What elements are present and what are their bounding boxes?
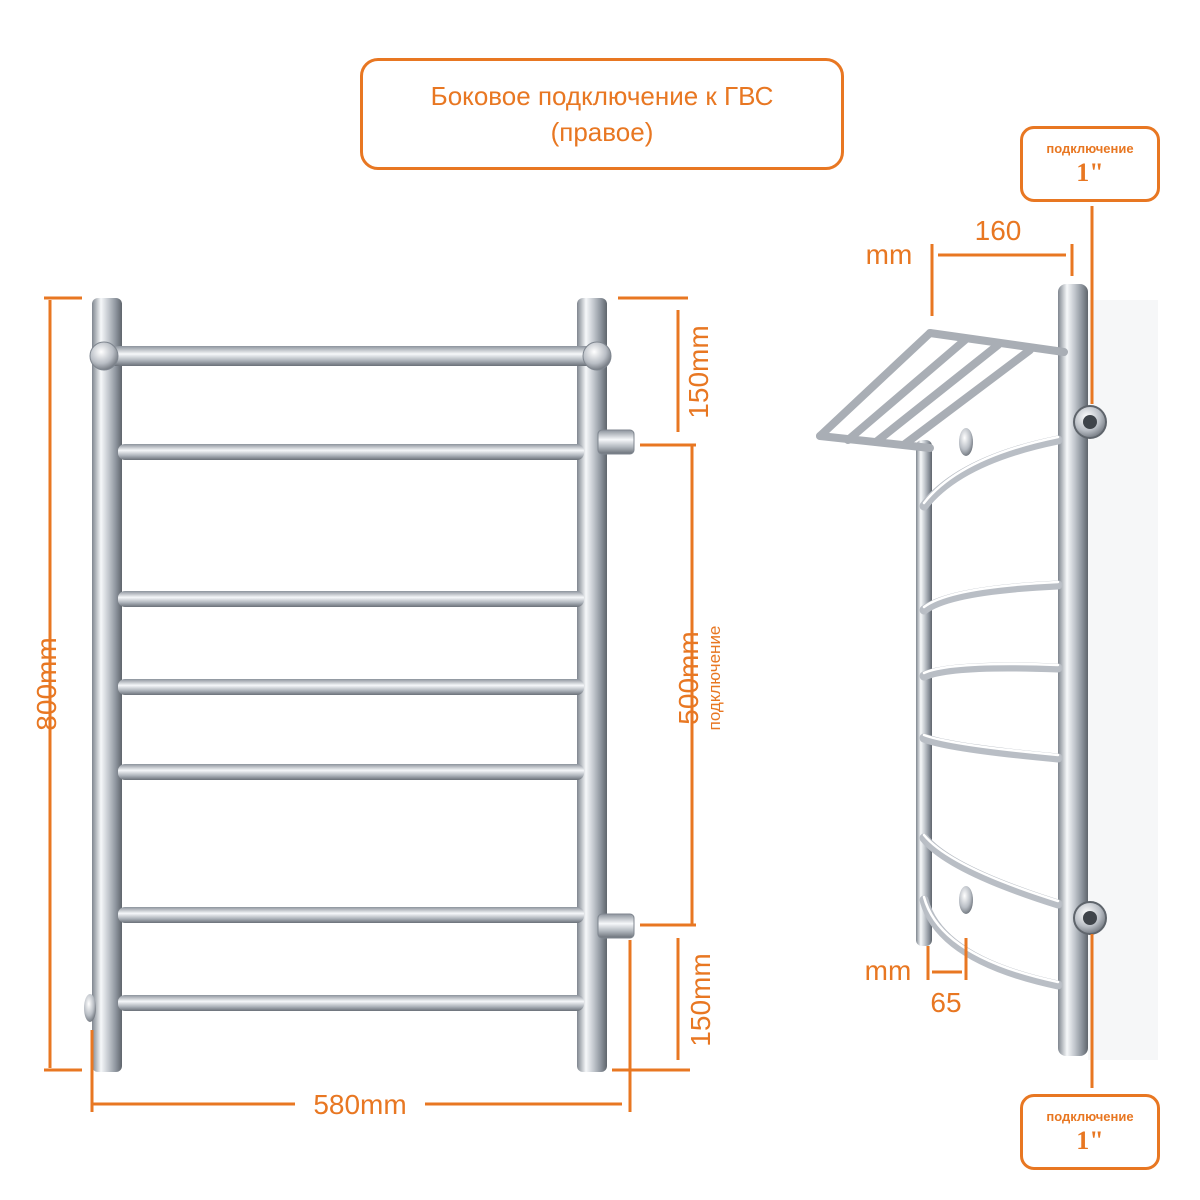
- front-view: [84, 298, 635, 1072]
- side-view: [816, 284, 1158, 1060]
- title-line-2: (правое): [550, 117, 654, 147]
- side-rung-highlight: [922, 435, 1060, 505]
- side-rung-highlight: [922, 662, 1060, 675]
- left-post: [92, 298, 122, 1072]
- right-shelf-joint: [582, 341, 612, 371]
- rung: [118, 995, 584, 1011]
- side-front-post: [916, 440, 932, 946]
- top-offset-label: 150mm: [683, 325, 714, 418]
- height-label: 800mm: [31, 637, 62, 730]
- shelf-bar: [901, 346, 1034, 448]
- side-dimensions: [926, 206, 1094, 1088]
- rung: [118, 444, 584, 460]
- wall-gap-unit-label: mm: [865, 955, 912, 986]
- rung: [118, 907, 584, 923]
- title-box: Боковое подключение к ГВС (правое): [360, 58, 844, 170]
- rung: [118, 591, 584, 607]
- side-bottom-coupling-hole: [1083, 911, 1097, 925]
- shelf-bar: [872, 341, 1002, 446]
- dimension-labels: 800mm 580mm 150mm 500mm подключение 150m…: [31, 215, 1021, 1120]
- front-dimensions: [44, 296, 696, 1112]
- width-label: 580mm: [313, 1089, 406, 1120]
- side-rung: [919, 833, 1063, 909]
- side-main-post: [1058, 284, 1088, 1056]
- wall-gap-value-label: 65: [930, 987, 961, 1018]
- depth-unit-label: mm: [866, 239, 913, 270]
- depth-value-label: 160: [975, 215, 1022, 246]
- side-rung: [919, 733, 1063, 763]
- shelf-bar: [844, 336, 969, 444]
- side-rung: [919, 580, 1063, 615]
- bottom-connection-size: 1": [1076, 1126, 1104, 1155]
- side-rung-highlight: [922, 733, 1060, 757]
- connection-word-label: подключение: [705, 626, 724, 731]
- side-wall-bracket-top: [959, 428, 973, 456]
- top-connection-label: подключение: [1046, 141, 1134, 156]
- side-top-coupling-hole: [1083, 415, 1097, 429]
- side-wall-bracket-bottom: [959, 886, 973, 914]
- right-post: [577, 298, 607, 1072]
- side-rung: [919, 435, 1063, 511]
- title-line-1: Боковое подключение к ГВС: [430, 81, 774, 111]
- top-connection-size: 1": [1076, 158, 1104, 187]
- shelf-bar: [816, 329, 934, 440]
- shelf-rail: [100, 346, 600, 366]
- bottom-offset-label: 150mm: [685, 953, 716, 1046]
- top-connection-nipple: [597, 429, 635, 455]
- connection-distance-label: 500mm: [673, 631, 704, 724]
- bottom-connection-box: подключение 1": [1020, 1094, 1160, 1170]
- side-rung-highlight: [922, 580, 1060, 609]
- top-connection-box: подключение 1": [1020, 126, 1160, 202]
- rung: [118, 764, 584, 780]
- left-shelf-joint: [89, 341, 119, 371]
- bottom-connection-nipple: [597, 913, 635, 939]
- bottom-connection-label: подключение: [1046, 1109, 1134, 1124]
- side-rung: [919, 662, 1063, 681]
- wall-bracket: [84, 994, 96, 1022]
- shelf-bar: [816, 432, 934, 452]
- side-rung-highlight: [922, 833, 1060, 903]
- rung: [118, 679, 584, 695]
